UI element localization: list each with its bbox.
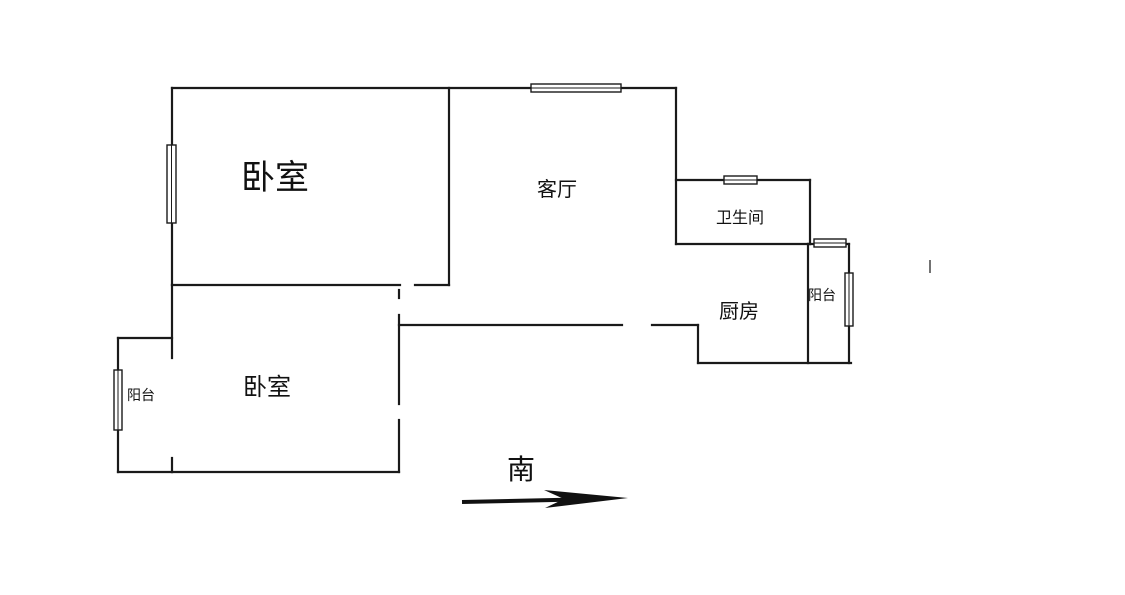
window-bedroom-main-left xyxy=(166,144,177,224)
room-labels: 卧室 客厅 卫生间 厨房 阳台 卧室 阳台 xyxy=(127,158,836,404)
window-balcony-right-side xyxy=(844,272,854,327)
label-bathroom: 卫生间 xyxy=(716,208,764,227)
label-living-room: 客厅 xyxy=(537,177,577,201)
label-balcony-left: 阳台 xyxy=(127,388,155,404)
arrow-right-icon xyxy=(461,490,628,508)
window-balcony-left-side xyxy=(113,369,123,431)
label-bedroom-second: 卧室 xyxy=(243,373,291,401)
compass-label: 南 xyxy=(507,453,535,486)
window-living-top xyxy=(530,83,622,93)
label-bedroom-main: 卧室 xyxy=(241,158,309,198)
compass: 南 xyxy=(461,453,628,508)
window-bathroom-top xyxy=(723,175,758,185)
window-balcony-right-top xyxy=(813,238,847,248)
walls xyxy=(116,86,853,474)
label-kitchen: 厨房 xyxy=(719,299,759,323)
windows xyxy=(113,83,854,431)
label-balcony-right: 阳台 xyxy=(808,288,836,304)
